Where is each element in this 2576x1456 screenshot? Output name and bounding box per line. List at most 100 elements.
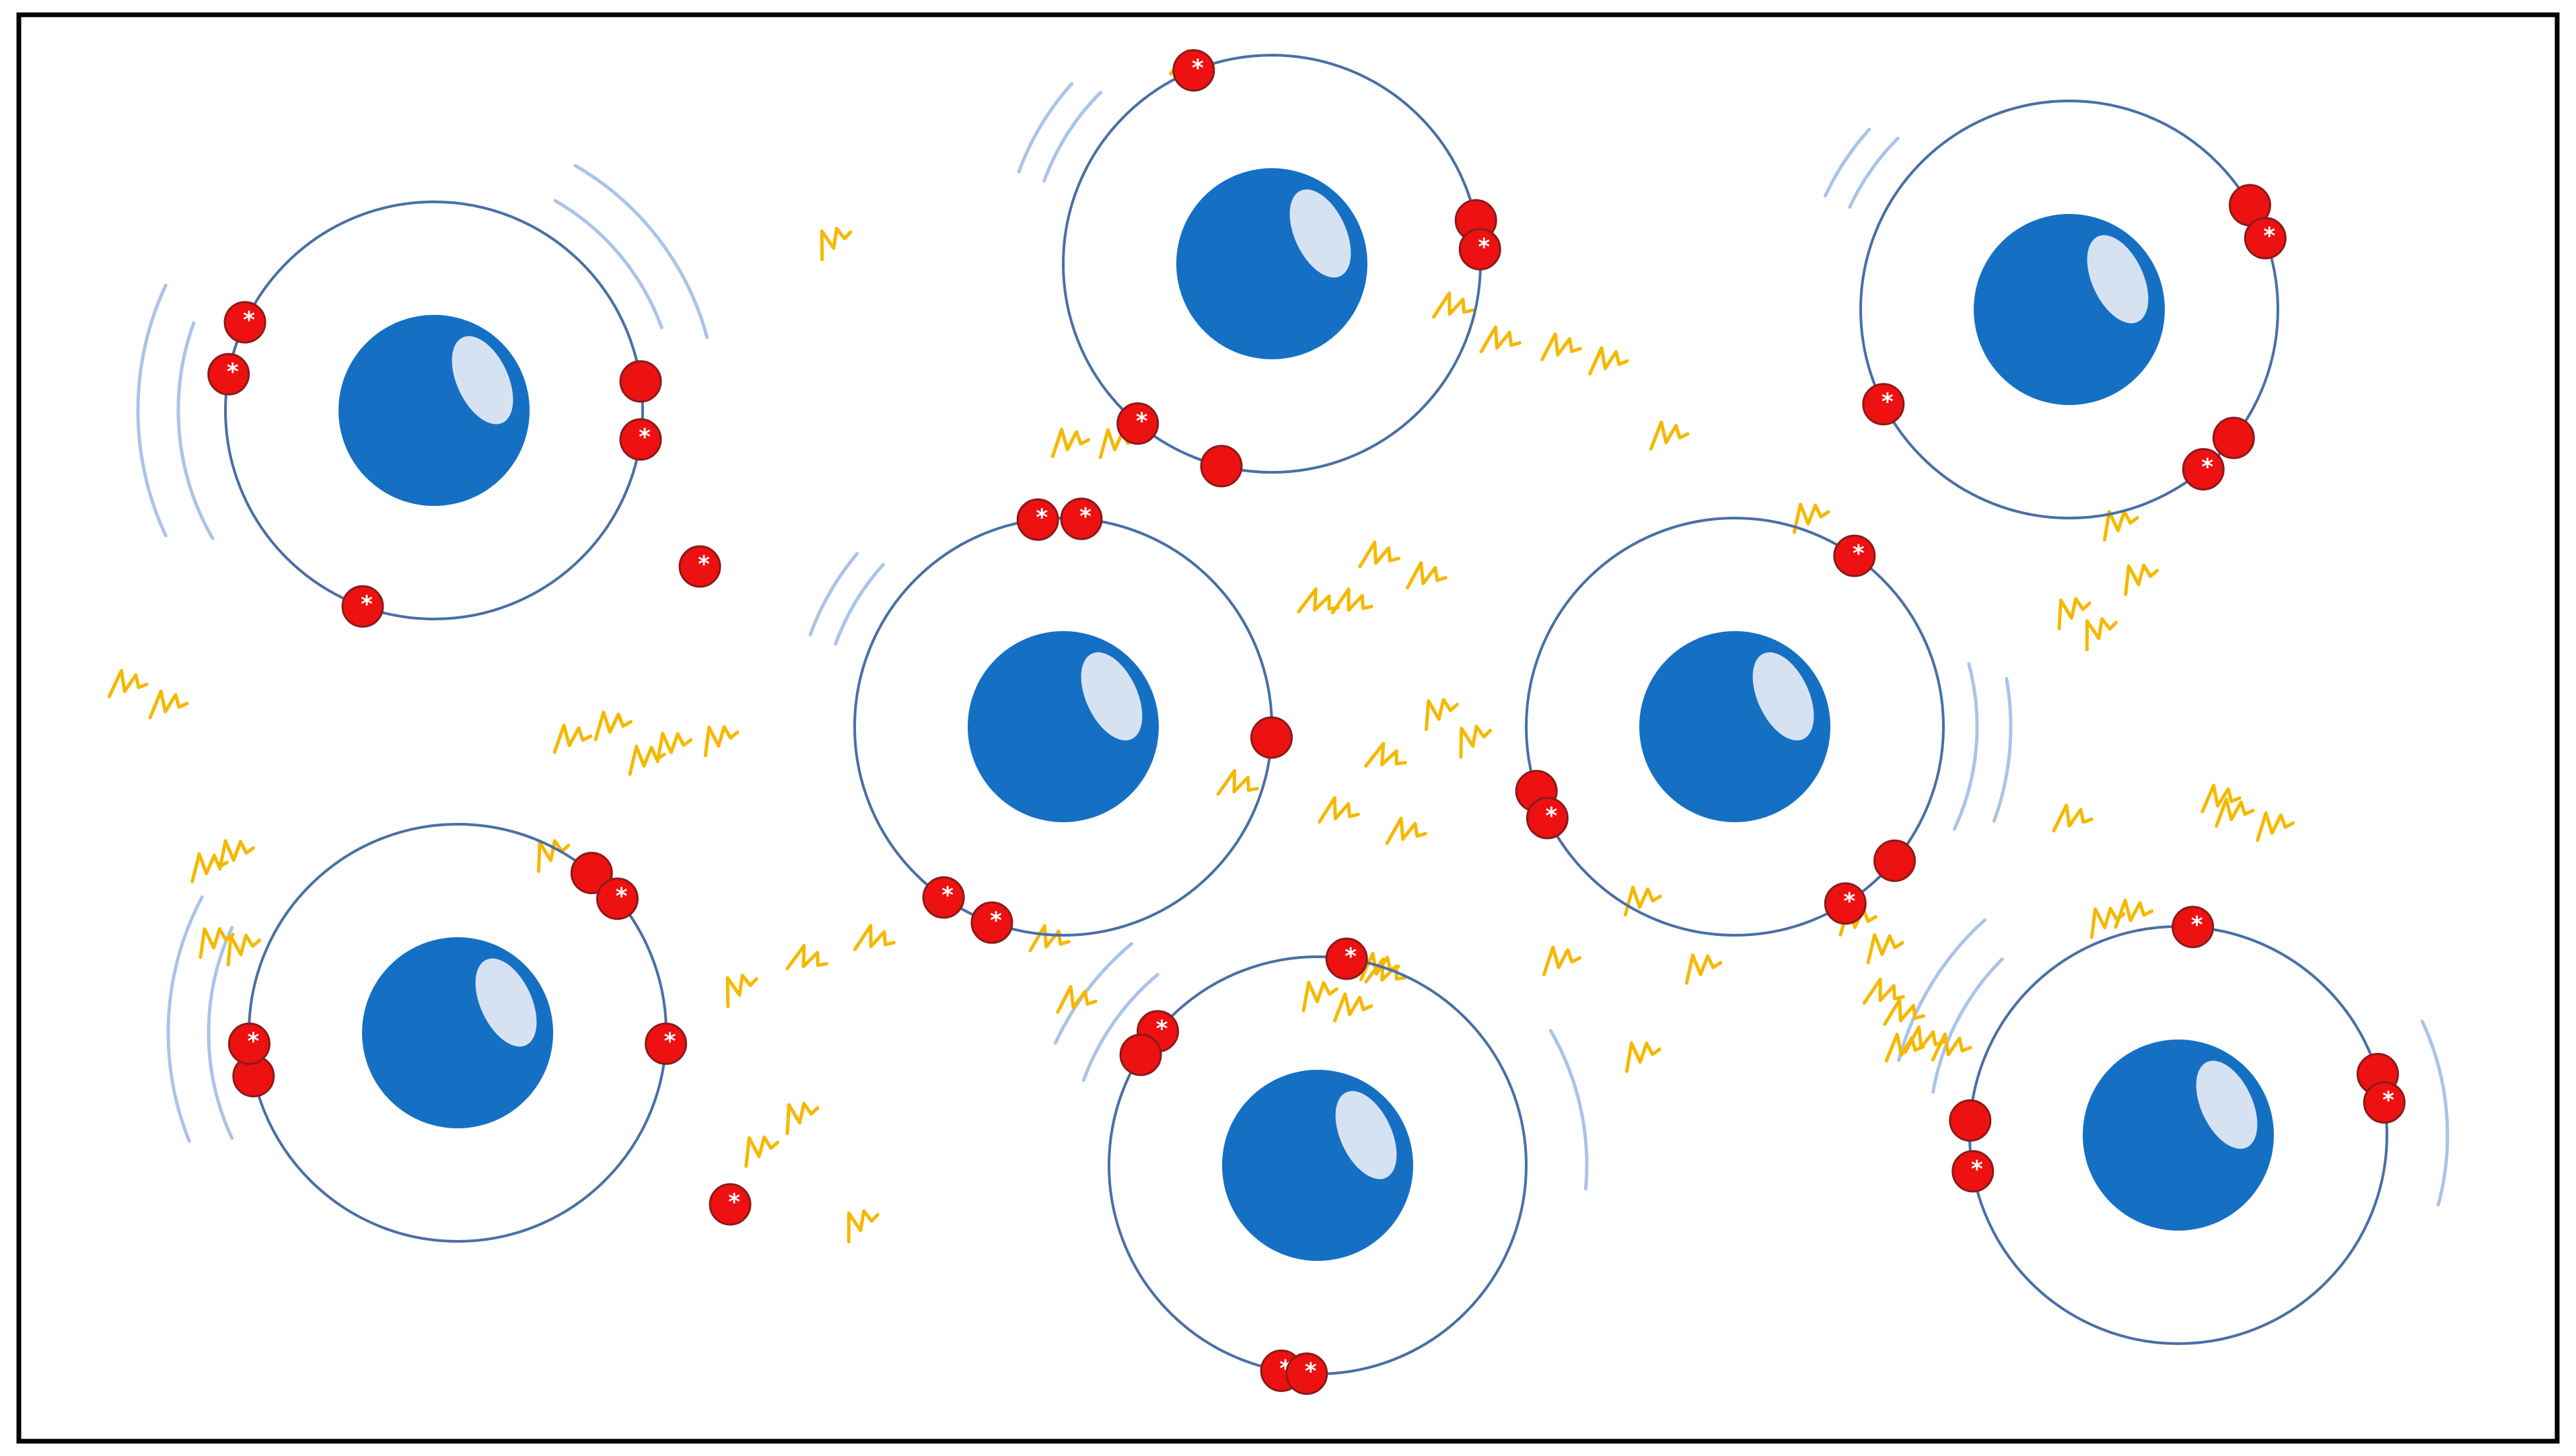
vibration-lines-icon — [834, 562, 885, 646]
atom-icon: **** — [1108, 937, 1528, 1395]
electron: * — [223, 301, 266, 344]
atom-icon: **** — [207, 201, 662, 628]
electron: * — [1833, 534, 1876, 577]
svg-text:*: * — [616, 883, 628, 910]
electron: * — [596, 877, 639, 920]
electron: * — [1824, 882, 1867, 925]
atom-icon: * * * — [227, 823, 688, 1243]
vibration-lines-icon — [1823, 127, 1871, 198]
orbit-ring — [1525, 517, 1945, 937]
svg-text:*: * — [664, 1028, 676, 1055]
svg-text:*: * — [1079, 503, 1092, 530]
electron — [570, 852, 613, 895]
svg-text:*: * — [728, 1189, 740, 1216]
vibration-lines-icon — [2421, 1019, 2449, 1207]
vibration-lines-icon — [1931, 957, 2004, 1094]
vibration-lines-icon — [1017, 81, 1074, 174]
electron: * — [1952, 1150, 1995, 1193]
vibration-lines-icon — [166, 895, 204, 1143]
electron: * — [1285, 1352, 1328, 1395]
nucleus-highlight — [1752, 652, 1814, 741]
electron: * — [2244, 217, 2287, 260]
svg-text:*: * — [698, 551, 710, 578]
electron: * — [619, 418, 662, 461]
electron — [619, 360, 662, 403]
atom-icon: * * * — [1062, 49, 1501, 488]
svg-text:*: * — [1036, 504, 1048, 531]
nucleus-highlight — [2087, 235, 2149, 324]
electron: * — [2172, 906, 2215, 949]
vibration-lines-icon — [207, 926, 234, 1140]
vibration-lines-icon — [1952, 662, 1979, 831]
electron — [2212, 416, 2255, 460]
atoms-group: *************************** — [207, 49, 2406, 1395]
atom-icon: * * * * — [853, 497, 1293, 944]
svg-text:*: * — [639, 424, 651, 451]
vibration-lines-icon — [136, 283, 168, 538]
free-electrons-group: ** — [678, 545, 752, 1226]
electron: * — [207, 353, 250, 396]
electron: * — [1116, 402, 1159, 445]
frame-border — [16, 12, 2560, 1444]
electron: * — [1325, 937, 1368, 980]
svg-text:*: * — [361, 591, 373, 618]
electron: * — [1458, 227, 1501, 270]
electron: * — [678, 545, 721, 588]
svg-text:*: * — [1136, 408, 1148, 435]
nucleus-highlight — [2196, 1060, 2258, 1149]
svg-text:*: * — [2382, 1087, 2394, 1114]
nucleus-highlight — [1289, 189, 1351, 278]
vibration-lines-icon — [1992, 677, 2013, 823]
svg-text:*: * — [941, 882, 954, 909]
vibration-lines-icon — [1053, 942, 1134, 1045]
svg-text:*: * — [1192, 55, 1204, 82]
nucleus-highlight — [475, 958, 537, 1047]
vibration-lines-icon — [808, 552, 859, 636]
electron: * — [922, 876, 965, 919]
electron: * — [2182, 447, 2225, 490]
electron: * — [645, 1022, 688, 1065]
vibration-lines-icon — [1548, 1029, 1589, 1191]
svg-text:*: * — [990, 907, 1002, 934]
svg-text:*: * — [1843, 888, 1855, 915]
svg-text:*: * — [1971, 1156, 1983, 1183]
svg-text:*: * — [2263, 223, 2275, 250]
electron: * — [1526, 797, 1569, 840]
vibration-lines-icon — [1042, 90, 1102, 183]
vibration-lines-icon — [553, 198, 664, 330]
svg-text:*: * — [1156, 1016, 1168, 1043]
orbit-ring — [1859, 100, 2279, 519]
svg-text:*: * — [1478, 233, 1490, 260]
svg-text:*: * — [1305, 1358, 1317, 1385]
nucleus-highlight — [452, 336, 513, 425]
svg-text:*: * — [1853, 540, 1865, 567]
electron: * — [1172, 49, 1215, 92]
atom-icon: * * * — [1859, 100, 2287, 519]
vibration-lines-icon — [573, 163, 709, 339]
electron: * — [1862, 383, 1905, 426]
electron — [1250, 716, 1293, 759]
nucleus-highlight — [1081, 652, 1143, 741]
electron: * — [2363, 1081, 2406, 1124]
vibration-lines-icon — [1848, 136, 1900, 209]
electron — [1949, 1099, 1992, 1142]
atom-icon: * * * — [1949, 906, 2406, 1345]
svg-text:*: * — [1345, 943, 1357, 970]
svg-text:*: * — [2191, 912, 2203, 939]
vibration-lines-icon — [176, 321, 215, 540]
svg-text:*: * — [227, 359, 239, 386]
electron: * — [227, 1022, 271, 1065]
svg-text:*: * — [2201, 453, 2213, 480]
electron: * — [709, 1183, 752, 1226]
svg-text:*: * — [243, 307, 255, 334]
electron: * — [341, 585, 384, 628]
vibration-lines-icon — [1897, 918, 1987, 1062]
orbit-ring — [224, 201, 644, 620]
electron — [1200, 445, 1243, 488]
vibration-lines-group — [136, 81, 2449, 1207]
svg-text:*: * — [248, 1028, 260, 1055]
vibration-lines-icon — [1081, 973, 1159, 1082]
electron: * — [1060, 497, 1103, 540]
electron: * — [970, 901, 1013, 944]
